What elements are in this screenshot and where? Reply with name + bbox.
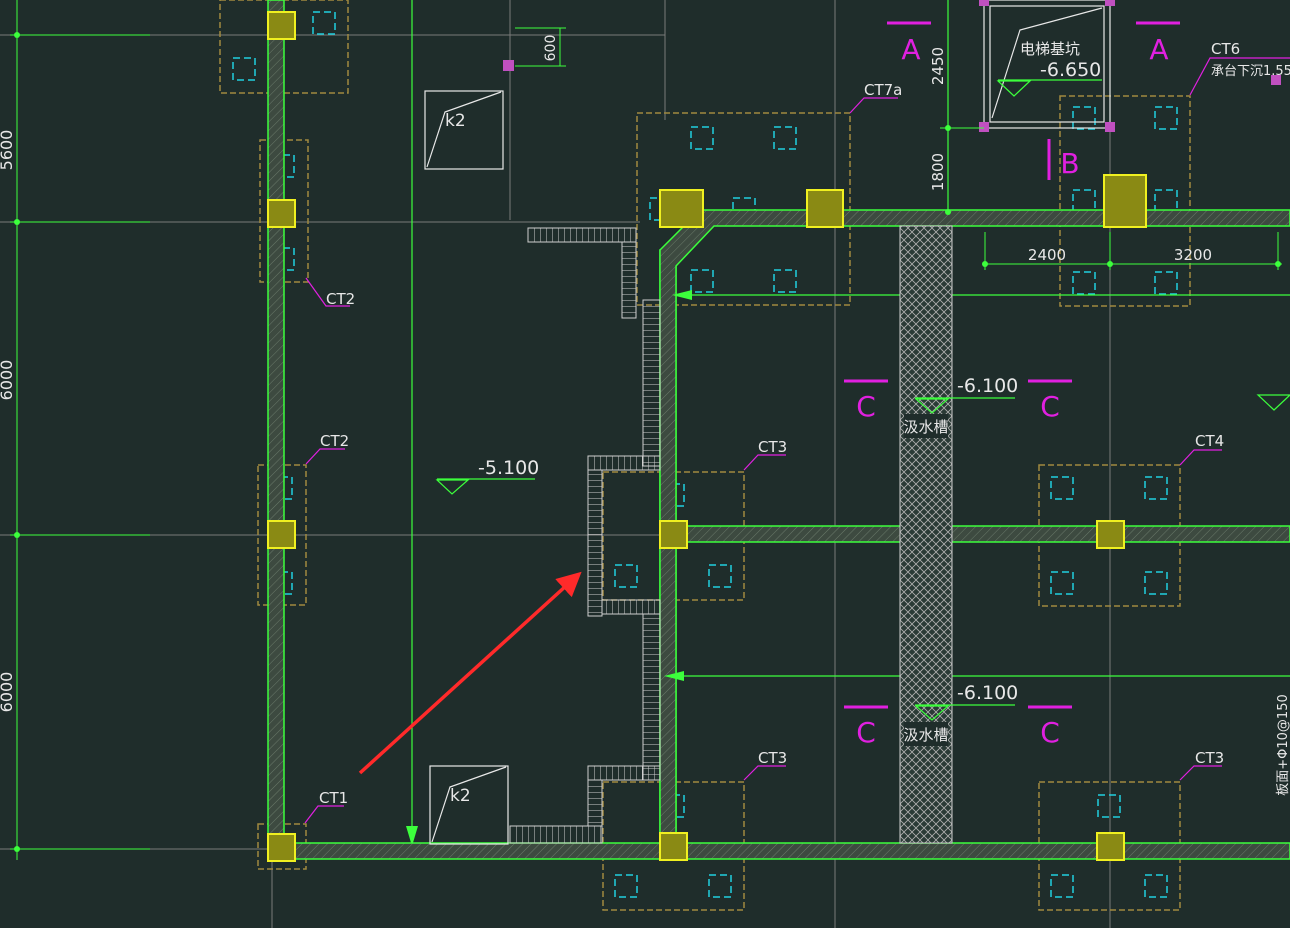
dim-span-left: 2400 — [1028, 246, 1066, 264]
dim-lower-height: 1800 — [929, 153, 947, 191]
dim-span-right: 3200 — [1174, 246, 1212, 264]
opening-lower-label: k2 — [450, 786, 471, 806]
cap-ct3-mid: CT3 — [758, 438, 787, 456]
pile-cap-outlines — [219, 0, 1191, 911]
dim-600-marker — [503, 60, 514, 71]
cap-ct7a: CT7a — [864, 81, 902, 99]
red-annotation-arrow — [358, 571, 582, 775]
pit-dim-ticks — [945, 125, 1281, 267]
elev-pit-label: -6.650 — [1040, 59, 1101, 81]
cap-ct2-upper: CT2 — [326, 290, 355, 308]
opening-upper-label: k2 — [445, 111, 466, 131]
walls — [267, 0, 1290, 861]
elevation-upper-right: -6.100 — [914, 375, 1018, 414]
columns — [267, 11, 1147, 862]
drain-label-lower: 汲水槽 — [903, 726, 948, 744]
section-marks — [844, 21, 1180, 709]
ct6-marker — [1271, 75, 1281, 85]
dim-left-middle: 6000 — [0, 360, 16, 401]
cap-ct3-bottom-right: CT3 — [1195, 749, 1224, 767]
section-a-left: A — [901, 33, 920, 66]
section-c-upper-left: C — [856, 390, 876, 423]
elev-upper-right-label: -6.100 — [957, 375, 1018, 397]
cap-ct2-lower: CT2 — [320, 432, 349, 450]
opening-lower: k2 — [429, 765, 509, 845]
section-a-right: A — [1149, 33, 1168, 66]
drain-label-bg-upper — [904, 414, 948, 438]
cap-ct4: CT4 — [1195, 432, 1224, 450]
green-ref-lines — [676, 0, 1290, 677]
opening-upper: k2 — [424, 90, 504, 170]
left-dimension-line — [10, 0, 150, 860]
ref-arrow-upper — [672, 290, 692, 300]
dim-600-lines — [515, 27, 566, 67]
elevation-marker-far-right — [1256, 394, 1290, 411]
elevation-pit: -6.650 — [996, 59, 1102, 97]
slab-note: 板面+Φ10@150 — [1276, 694, 1290, 795]
section-c-lower-left: C — [856, 716, 876, 749]
section-c-lower-right: C — [1040, 716, 1060, 749]
dim-600: 600 — [543, 35, 559, 62]
cap-ct6-note: 承台下沉1.550 — [1211, 64, 1290, 79]
cap-ct3-bottom-left: CT3 — [758, 749, 787, 767]
drain-label-bg-lower — [904, 722, 948, 746]
elevator-pit-label: 电梯基坑 — [1020, 40, 1080, 58]
elevation-lower-right: -6.100 — [914, 682, 1018, 721]
drain-label-upper: 汲水槽 — [903, 418, 948, 436]
elev-main-label: -5.100 — [478, 457, 539, 479]
dim-pit-height: 2450 — [929, 47, 947, 85]
pile-markers — [232, 11, 1178, 898]
section-c-upper-right: C — [1040, 390, 1060, 423]
left-dim-ticks — [14, 32, 20, 852]
dim-left-upper: 5600 — [0, 130, 16, 171]
cap-ct6: CT6 — [1211, 40, 1240, 58]
drainage-trench — [899, 225, 953, 844]
cap-ct1: CT1 — [319, 789, 348, 807]
elevation-main: -5.100 — [435, 457, 539, 495]
dim-left-lower: 6000 — [0, 672, 16, 713]
section-b: B — [1060, 147, 1079, 180]
stairs — [509, 227, 661, 844]
elevator-pit: 电梯基坑 — [979, 0, 1115, 132]
vertical-dim-line — [406, 0, 418, 846]
cap-leaders — [304, 57, 1290, 824]
elev-lower-right-label: -6.100 — [957, 682, 1018, 704]
ref-arrow-lower — [664, 671, 684, 681]
